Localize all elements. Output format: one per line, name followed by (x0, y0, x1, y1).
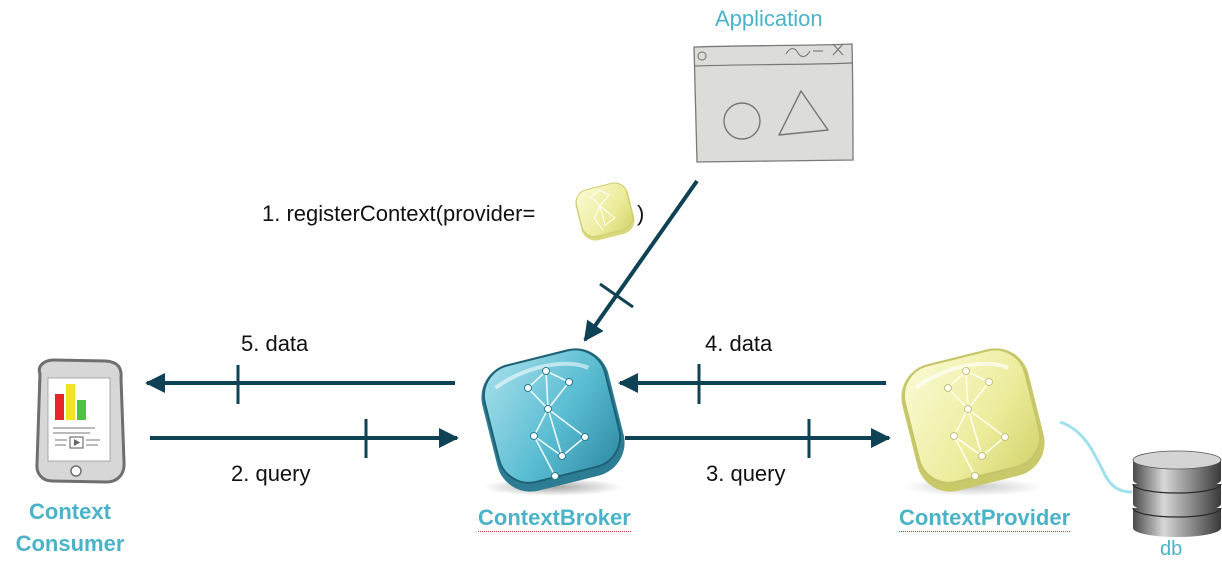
step3-label: 3. query (706, 461, 786, 486)
arrow-data-to-consumer (145, 365, 455, 404)
step1-label-prefix: 1. registerContext(provider= (262, 201, 536, 226)
consumer-label-line1: Context (29, 499, 111, 524)
db-label: db (1160, 538, 1183, 560)
context-provider-icon (901, 348, 1045, 496)
step2-label: 2. query (231, 461, 311, 486)
application-window-icon (693, 43, 854, 163)
step4-label: 4. data (705, 331, 773, 356)
provider-label-text: ContextProvider (899, 505, 1071, 532)
arrow-query-to-broker (150, 419, 459, 458)
application-label: Application (715, 6, 823, 31)
arrow-register (583, 179, 699, 342)
broker-label-text: ContextBroker (478, 505, 631, 532)
arrow-data-to-broker (618, 364, 886, 404)
provider-label: ContextProvider (899, 505, 1071, 532)
step1-label-suffix: ) (637, 201, 645, 226)
database-icon (1059, 420, 1222, 537)
step5-label: 5. data (241, 331, 309, 356)
broker-label: ContextBroker (478, 505, 631, 532)
tablet-icon (35, 358, 126, 484)
context-broker-icon (481, 348, 625, 496)
consumer-label-line2: Consumer (15, 531, 125, 556)
provider-mini-icon (575, 182, 635, 241)
arrow-query-to-provider (625, 419, 891, 458)
